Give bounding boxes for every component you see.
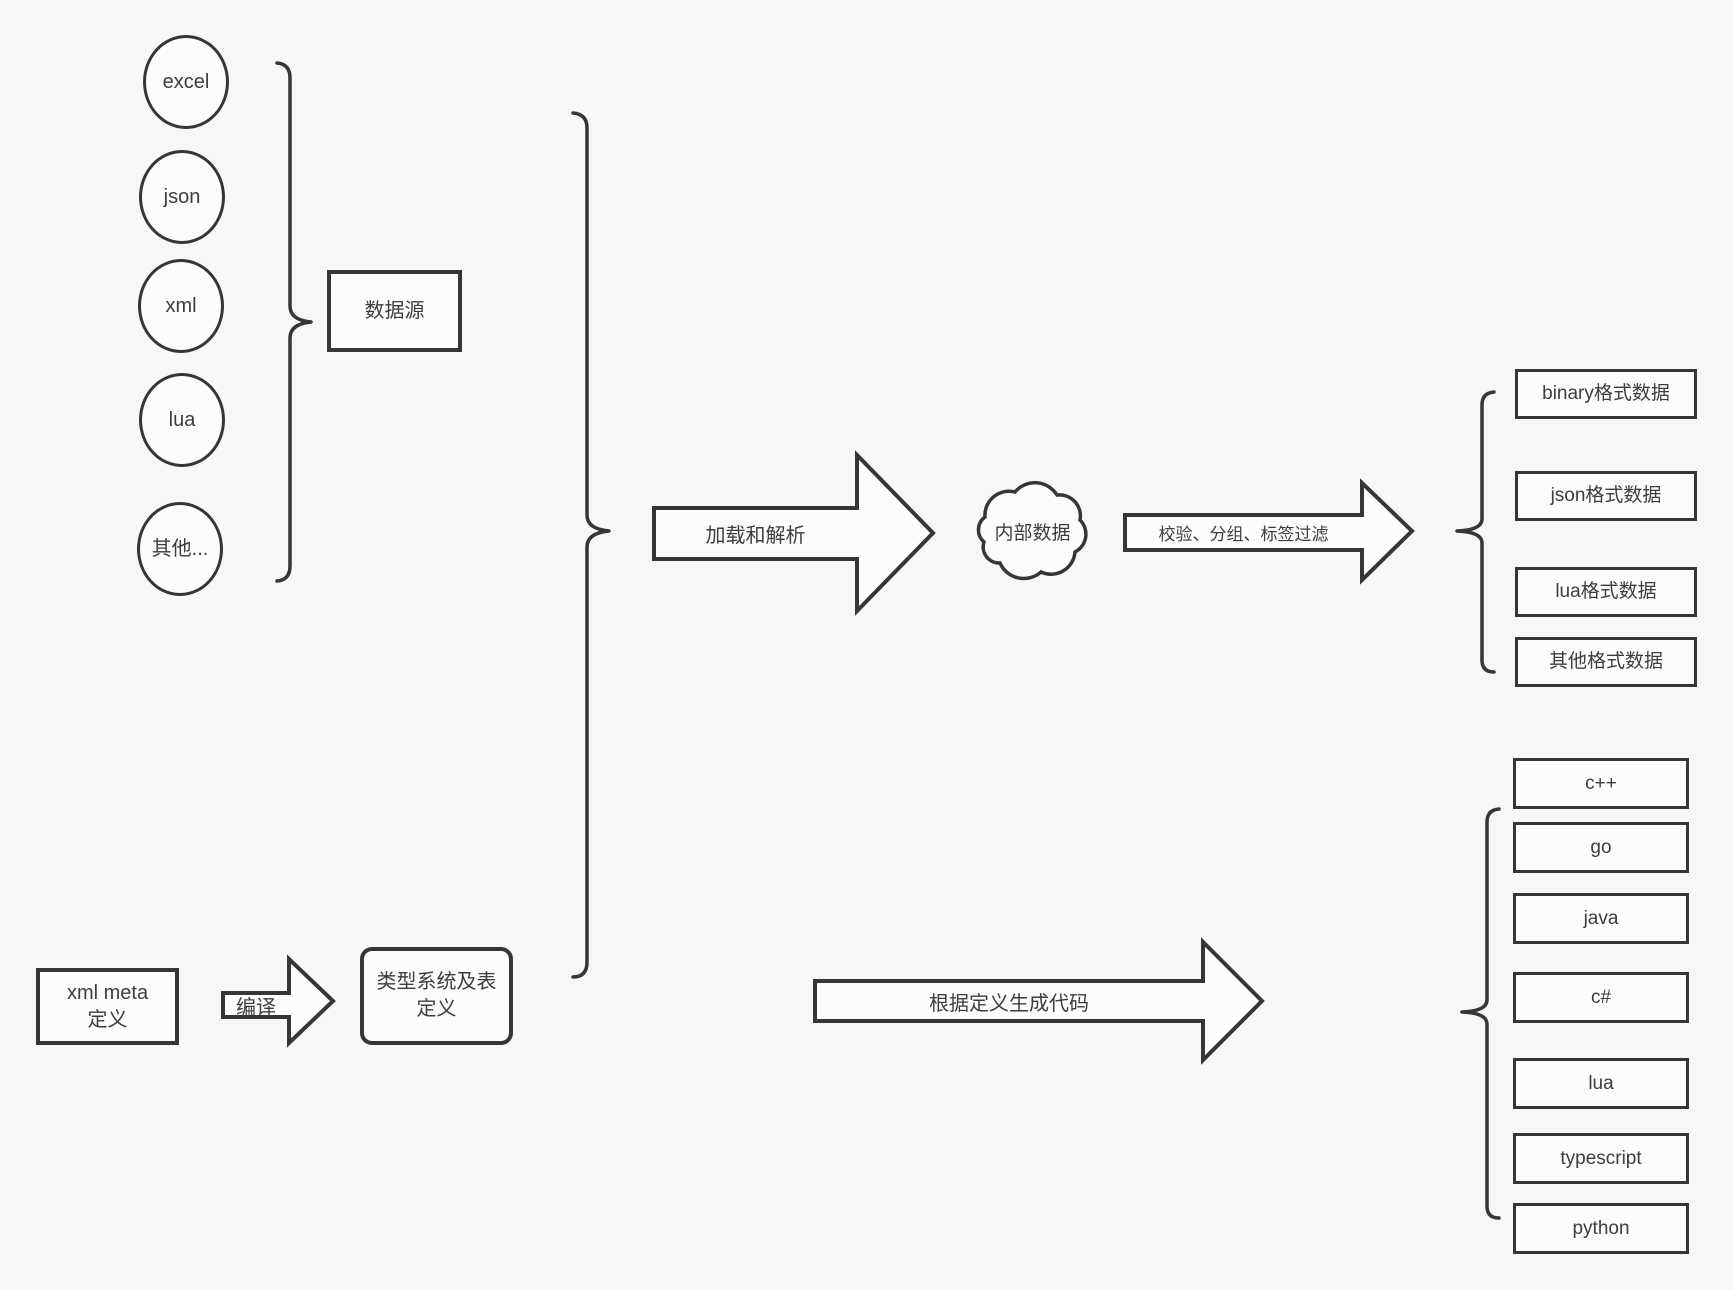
source-node-lua: lua [139, 373, 225, 467]
type-system-box: 类型系统及表定义 [360, 947, 513, 1045]
xml-meta-box: xml meta定义 [36, 968, 179, 1045]
filter-arrow [1123, 478, 1415, 585]
format-box-other: 其他格式数据 [1515, 637, 1697, 687]
source-node-label: excel [162, 70, 210, 93]
source-node-xml: xml [138, 259, 224, 353]
load-parse-arrow-label: 加载和解析 [705, 525, 806, 547]
language-box-lua: lua [1513, 1058, 1689, 1109]
brace-sources [275, 61, 313, 583]
format-box-label: 其他格式数据 [1548, 651, 1663, 673]
data-source-group-label: 数据源 [364, 299, 425, 322]
xml-meta-label: xml meta定义 [66, 981, 149, 1031]
language-box-typescript: typescript [1513, 1133, 1689, 1184]
language-box-label: c++ [1585, 772, 1617, 794]
brace-input-stage [571, 111, 611, 979]
source-node-label: 其他... [151, 537, 209, 560]
internal-data-cloud-label: 内部数据 [994, 523, 1071, 544]
format-box-json: json格式数据 [1515, 471, 1697, 521]
source-node-label: json [163, 185, 201, 208]
language-box-go: go [1513, 822, 1689, 873]
source-node-excel: excel [143, 35, 229, 129]
format-box-label: json格式数据 [1550, 485, 1662, 507]
brace-languages [1460, 807, 1501, 1220]
data-source-group-box: 数据源 [327, 270, 462, 352]
source-node-json: json [139, 150, 225, 244]
filter-arrow-label: 校验、分组、标签过滤 [1158, 525, 1329, 544]
load-parse-arrow [652, 450, 936, 616]
source-node-label: lua [168, 408, 196, 431]
language-box-label: lua [1588, 1072, 1614, 1094]
language-box-label: python [1572, 1217, 1630, 1239]
language-box-java: java [1513, 893, 1689, 944]
internal-data-cloud [976, 481, 1088, 581]
format-box-label: binary格式数据 [1542, 383, 1670, 405]
language-box-csharp: c# [1513, 972, 1689, 1023]
format-box-binary: binary格式数据 [1515, 369, 1697, 419]
generate-code-arrow [813, 937, 1265, 1065]
type-system-label: 类型系统及表定义 [376, 971, 497, 1020]
generate-code-arrow-label: 根据定义生成代码 [929, 992, 1089, 1015]
source-node-other: 其他... [137, 502, 223, 596]
format-box-label: lua格式数据 [1555, 581, 1657, 603]
language-box-label: c# [1590, 986, 1612, 1008]
compile-arrow [221, 954, 336, 1048]
language-box-label: java [1583, 907, 1619, 929]
language-box-label: typescript [1560, 1147, 1642, 1169]
brace-formats [1455, 390, 1496, 674]
language-box-python: python [1513, 1203, 1689, 1254]
format-box-lua: lua格式数据 [1515, 567, 1697, 617]
language-box-cpp: c++ [1513, 758, 1689, 809]
source-node-label: xml [165, 294, 197, 317]
compile-arrow-label: 编译 [236, 996, 276, 1019]
language-box-label: go [1590, 836, 1612, 858]
